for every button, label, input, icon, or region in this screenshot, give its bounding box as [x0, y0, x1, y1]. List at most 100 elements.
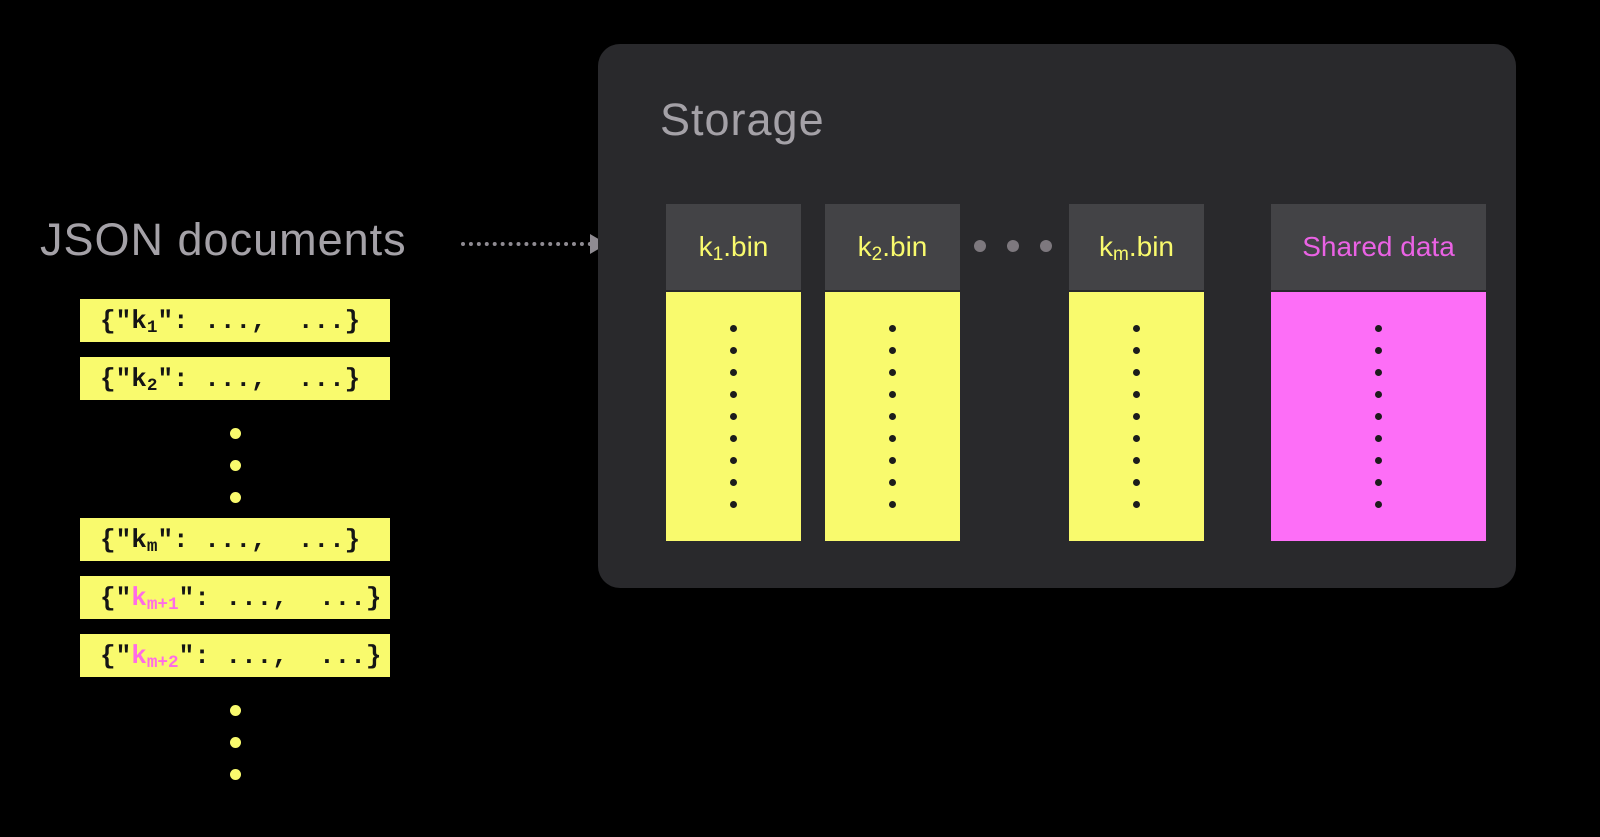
json-document-row: {"km+1": ..., ...} — [80, 576, 390, 619]
json-document-row: {"k1": ..., ...} — [80, 299, 390, 342]
data-dot — [1375, 369, 1382, 376]
storage-column-shared-data: Shared data — [1271, 204, 1486, 541]
row-key-subscript: 1 — [146, 317, 158, 338]
vertical-ellipsis — [80, 428, 390, 503]
json-documents-label: JSON documents — [40, 214, 407, 265]
data-dot — [1133, 391, 1140, 398]
data-dot — [889, 479, 896, 486]
storage-column-k1: k1.bin — [666, 204, 801, 541]
data-dot — [889, 325, 896, 332]
bin-label-base: k1 — [698, 231, 724, 266]
ellipsis-dot — [229, 492, 241, 503]
data-dot — [730, 325, 737, 332]
column-header: k2.bin — [825, 204, 960, 290]
json-document-row: {"k2": ..., ...} — [80, 357, 390, 400]
storage-title: Storage — [660, 94, 825, 145]
ellipsis-dot — [229, 737, 241, 748]
row-open-brace: {" — [100, 582, 132, 613]
row-key-subscript: m+2 — [146, 652, 179, 673]
row-open-brace: {" — [100, 363, 132, 394]
storage-column-km: km.bin — [1069, 204, 1204, 541]
row-key-subscript: 2 — [146, 375, 158, 396]
json-document-row: {"km": ..., ...} — [80, 518, 390, 561]
data-dot — [1133, 325, 1140, 332]
ellipsis-dot — [229, 428, 241, 439]
data-dot — [1133, 413, 1140, 420]
column-body — [825, 292, 960, 541]
column-body — [1271, 292, 1486, 541]
bin-label-subscript: m — [1112, 244, 1129, 266]
horizontal-ellipsis — [974, 240, 1052, 252]
data-dot — [1133, 479, 1140, 486]
row-rest: ": ..., ...} — [178, 582, 382, 613]
row-key: km — [131, 524, 158, 557]
data-dot — [730, 501, 737, 508]
data-dot — [730, 413, 737, 420]
data-dot — [889, 391, 896, 398]
row-open-brace: {" — [100, 640, 132, 671]
row-rest: ": ..., ...} — [157, 524, 361, 555]
column-body — [1069, 292, 1204, 541]
column-header: Shared data — [1271, 204, 1486, 290]
column-body — [666, 292, 801, 541]
gap-dot — [1007, 240, 1019, 252]
gap-dot — [1040, 240, 1052, 252]
data-dot — [730, 457, 737, 464]
data-dot — [889, 501, 896, 508]
data-dot — [730, 369, 737, 376]
row-open-brace: {" — [100, 305, 132, 336]
data-dot — [1133, 435, 1140, 442]
data-dot — [1133, 369, 1140, 376]
column-header: km.bin — [1069, 204, 1204, 290]
row-rest: ": ..., ...} — [157, 305, 361, 336]
data-dot — [889, 369, 896, 376]
gap-dot — [974, 240, 986, 252]
arrow-dotted-line — [461, 242, 592, 246]
storage-column-k2: k2.bin — [825, 204, 960, 541]
bin-label-subscript: 1 — [712, 244, 724, 266]
vertical-ellipsis — [80, 705, 390, 780]
bin-label-suffix: .bin — [882, 231, 928, 262]
row-key-subscript: m+1 — [146, 594, 179, 615]
json-document-row: {"km+2": ..., ...} — [80, 634, 390, 677]
data-dot — [1375, 435, 1382, 442]
data-dot — [1375, 391, 1382, 398]
row-key: k2 — [131, 363, 158, 396]
column-header: k1.bin — [666, 204, 801, 290]
data-dot — [1133, 347, 1140, 354]
bin-label-suffix: .bin — [1128, 231, 1174, 262]
row-key: km+2 — [131, 640, 179, 673]
data-dot — [730, 479, 737, 486]
data-dot — [889, 413, 896, 420]
row-key-subscript: m — [146, 536, 158, 557]
row-rest: ": ..., ...} — [157, 363, 361, 394]
data-dot — [1375, 325, 1382, 332]
data-dot — [1375, 347, 1382, 354]
data-dot — [889, 347, 896, 354]
ellipsis-dot — [229, 460, 241, 471]
data-dot — [730, 347, 737, 354]
data-dot — [730, 391, 737, 398]
data-dot — [889, 457, 896, 464]
bin-label-base: km — [1098, 231, 1129, 266]
bin-label-subscript: 2 — [871, 244, 883, 266]
row-key: km+1 — [131, 582, 179, 615]
data-dot — [1375, 457, 1382, 464]
shared-data-label: Shared data — [1302, 231, 1455, 262]
row-key: k1 — [131, 305, 158, 338]
bin-label-base: k2 — [857, 231, 883, 266]
data-dot — [1375, 479, 1382, 486]
data-dot — [1133, 501, 1140, 508]
data-dot — [1133, 457, 1140, 464]
row-rest: ": ..., ...} — [178, 640, 382, 671]
json-document-list: {"k1": ..., ...}{"k2": ..., ...}{"km": .… — [80, 299, 390, 795]
row-open-brace: {" — [100, 524, 132, 555]
data-dot — [730, 435, 737, 442]
ellipsis-dot — [229, 705, 241, 716]
arrow-connector — [461, 229, 607, 261]
data-dot — [1375, 501, 1382, 508]
ellipsis-dot — [229, 769, 241, 780]
